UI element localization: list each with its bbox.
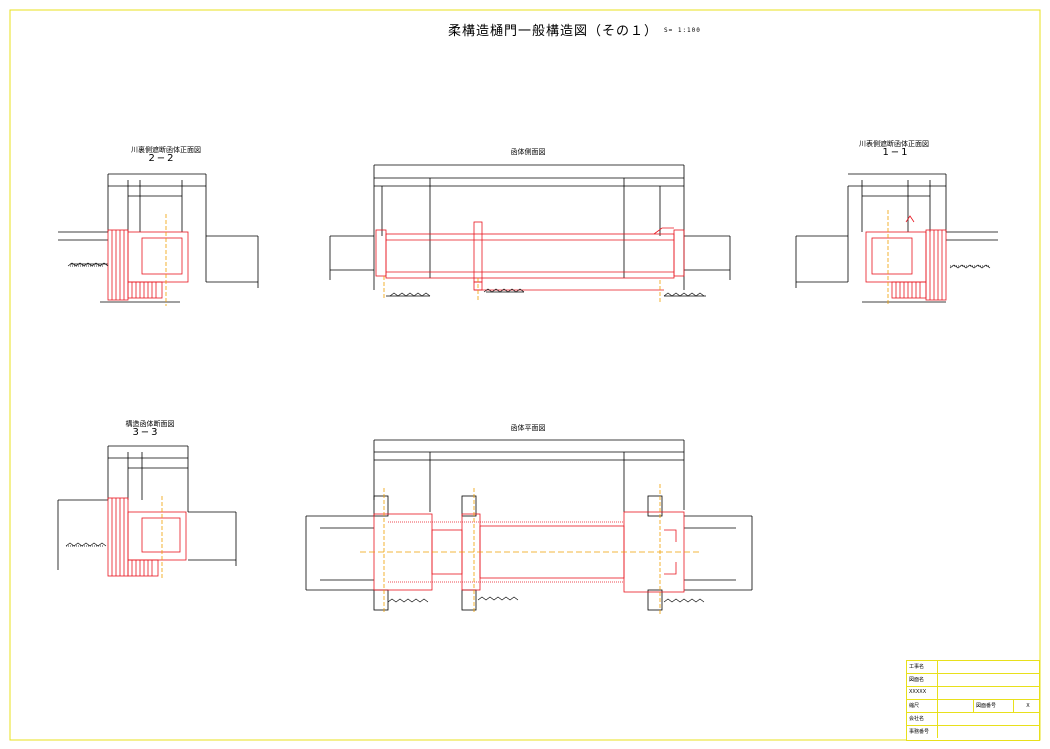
title-block-value bbox=[937, 687, 1039, 699]
sheet-border bbox=[9, 9, 1041, 741]
cross-section-label: 3−3 bbox=[132, 427, 160, 438]
side-view-drawing bbox=[329, 164, 731, 304]
scale-label: S= 1:100 bbox=[664, 27, 701, 34]
drawing-number-key: 図面番号 bbox=[973, 700, 1014, 712]
title-block-key: 会社名 bbox=[909, 716, 925, 722]
land-side-front-section: 1−1 bbox=[882, 147, 910, 158]
title-block-key: 工事名 bbox=[909, 664, 925, 670]
plan-view-title: 函体平面図 bbox=[510, 424, 546, 432]
drawing-number-value: X bbox=[1013, 700, 1040, 712]
title-block-value bbox=[937, 674, 1039, 686]
title-block-value bbox=[937, 661, 1039, 673]
river-side-front-section: 2−2 bbox=[148, 153, 176, 164]
title-block-key: 事務番号 bbox=[909, 729, 930, 735]
title-block: 工事名 図面名 XXXXX 縮尺 図面番号 X 会社名 事務番号 bbox=[906, 660, 1040, 741]
cross-section-title: 構造函体断面図 bbox=[125, 420, 175, 428]
title-block-key: 図面名 bbox=[909, 677, 925, 683]
plan-view-drawing bbox=[305, 439, 753, 614]
drawing-title: 柔構造樋門一般構造図（その１） bbox=[448, 24, 659, 39]
ground-hatching bbox=[65, 262, 991, 603]
title-block-row-drawing-name: 図面名 bbox=[907, 674, 1039, 687]
river-side-front-drawing bbox=[58, 173, 259, 306]
title-block-value bbox=[937, 700, 973, 712]
side-view-title: 函体側面図 bbox=[510, 148, 546, 156]
land-side-front-title: 川表側遮断函体正面図 bbox=[859, 140, 929, 148]
title-block-key: XXXXX bbox=[909, 689, 927, 695]
title-block-row-company: 会社名 bbox=[907, 713, 1039, 726]
title-block-value bbox=[937, 713, 1039, 725]
title-block-row-project: 工事名 bbox=[907, 661, 1039, 674]
title-block-row-scale: 縮尺 図面番号 X bbox=[907, 700, 1039, 713]
title-block-value bbox=[937, 726, 1039, 738]
title-block-row-placeholder: XXXXX bbox=[907, 687, 1039, 700]
land-side-front-drawing bbox=[795, 173, 998, 306]
title-block-key: 縮尺 bbox=[909, 703, 920, 709]
cross-section-drawing bbox=[57, 445, 237, 580]
title-block-row-office: 事務番号 bbox=[907, 726, 1039, 739]
river-side-front-title: 川裏側遮断函体正面図 bbox=[131, 146, 201, 154]
